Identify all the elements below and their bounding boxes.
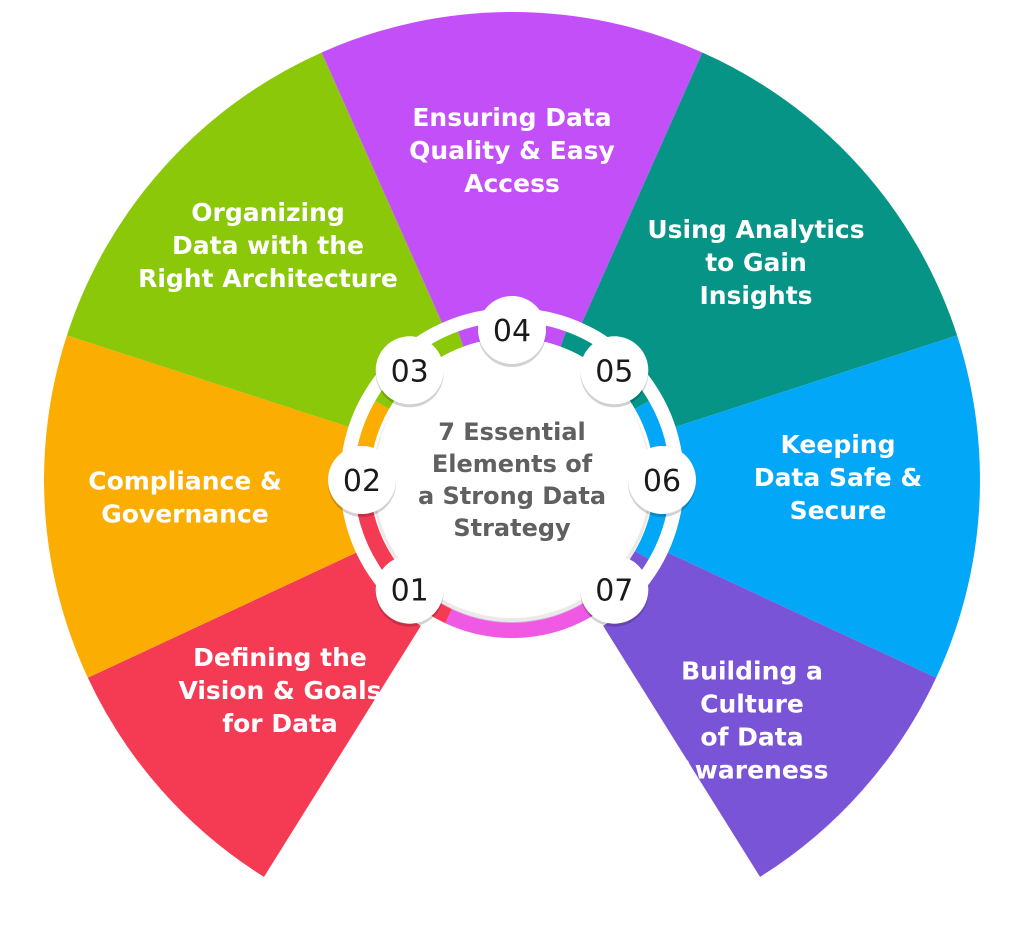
center-title-line: a Strong Data	[418, 482, 606, 510]
badge-07-circle	[580, 555, 649, 624]
segment-02-label-line: Governance	[101, 500, 269, 529]
center-title-line: Strategy	[453, 514, 571, 542]
segment-04-wedge	[321, 11, 703, 481]
segment-04-label-line: Access	[464, 169, 560, 198]
badge-04-number: 04	[493, 314, 531, 349]
segment-07-label-line: Culture	[700, 690, 804, 719]
number-badges: 01 02 03 04 05 06 07	[328, 296, 696, 627]
segment-05-label-line: Using Analytics	[647, 215, 864, 244]
segment-02-label: Compliance & Governance	[88, 467, 282, 529]
segment-06-label-line: Data Safe &	[754, 463, 922, 492]
badge-06-number: 06	[643, 464, 681, 499]
badge-02-circle	[328, 446, 396, 514]
segment-04-label-line: Quality & Easy	[409, 136, 615, 165]
badge-05-circle	[580, 336, 649, 405]
center-title-line: Elements of	[432, 450, 593, 478]
badge-07-number: 07	[595, 574, 633, 609]
badge-01-number: 01	[391, 574, 429, 609]
segment-03-label-line: Right Architecture	[138, 264, 398, 293]
segment-04-label-line: Ensuring Data	[412, 103, 611, 132]
segment-02-label-line: Compliance &	[88, 467, 282, 496]
segment-07-label-line: Building a	[681, 657, 823, 686]
segment-02-wedge	[43, 335, 513, 678]
segment-05-label-line: to Gain	[705, 248, 807, 277]
segment-06-label-line: Secure	[790, 496, 887, 525]
segment-06-label-line: Keeping	[780, 430, 895, 459]
segment-05-label-line: Insights	[699, 281, 812, 310]
segment-06-wedge	[512, 335, 981, 678]
badge-03-circle	[375, 336, 444, 405]
segment-07-label-line: of Data	[700, 723, 803, 752]
ring-arc-bottom	[445, 602, 591, 638]
badge-05-number: 05	[595, 354, 633, 389]
wedge-layer	[43, 11, 981, 877]
badge-02-number: 02	[343, 464, 381, 499]
segment-03-label-line: Data with the	[172, 231, 364, 260]
badge-01-circle	[375, 555, 444, 624]
badge-06-circle	[628, 446, 696, 514]
segment-07-label-line: Awareness	[675, 756, 828, 785]
segment-01-label-line: Defining the	[193, 643, 367, 672]
segment-01-label-line: Vision & Goals	[178, 676, 381, 705]
badge-04-circle	[478, 296, 546, 364]
center-circle	[374, 342, 650, 618]
segment-01-label-line: for Data	[222, 709, 338, 738]
badge-03-number: 03	[391, 354, 429, 389]
segment-03-label-line: Organizing	[191, 198, 345, 227]
center-title-line: 7 Essential	[438, 418, 586, 446]
